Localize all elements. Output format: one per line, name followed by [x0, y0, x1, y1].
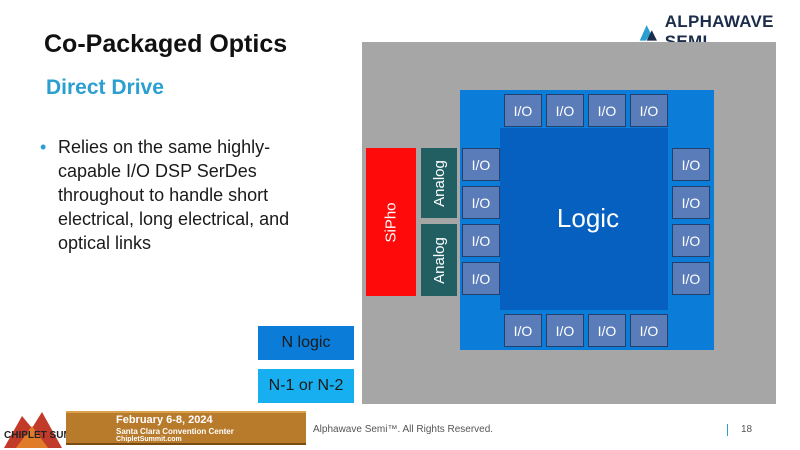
event-url: ChipletSummit.com	[116, 436, 182, 443]
sipho-block: SiPho	[366, 148, 416, 296]
logic-core	[500, 128, 668, 310]
event-venue: Santa Clara Convention Center	[116, 427, 234, 436]
legend-n-logic: N logic	[258, 326, 354, 360]
io-block: I/O	[672, 148, 710, 181]
io-block: I/O	[588, 314, 626, 347]
alphawave-logo-icon	[639, 25, 657, 41]
chiplet-summit-logo-text: CHIPLET SUMMIT	[4, 430, 89, 441]
slide-subtitle: Direct Drive	[46, 76, 164, 99]
bullet-icon: •	[40, 137, 47, 157]
analog-block: Analog	[421, 224, 457, 296]
io-block: I/O	[546, 94, 584, 127]
logic-label: Logic	[556, 203, 620, 233]
analog-block: Analog	[421, 148, 457, 218]
io-block: I/O	[462, 224, 500, 257]
io-block: I/O	[672, 262, 710, 295]
analog-label: Analog	[430, 159, 448, 207]
io-block: I/O	[546, 314, 584, 347]
footer-divider	[727, 424, 728, 436]
io-block: I/O	[672, 224, 710, 257]
event-banner[interactable]: February 6-8, 2024 Santa Clara Conventio…	[66, 411, 306, 445]
io-block: I/O	[504, 314, 542, 347]
page-number: 18	[741, 424, 753, 435]
chiplet-summit-logo-icon	[4, 412, 62, 448]
io-block: I/O	[462, 186, 500, 219]
io-block: I/O	[588, 94, 626, 127]
io-block: I/O	[672, 186, 710, 219]
io-block: I/O	[462, 148, 500, 181]
io-block: I/O	[630, 94, 668, 127]
bullet-point: • Relies on the same highly-capable I/O …	[40, 135, 310, 255]
slide-title: Co-Packaged Optics	[44, 30, 288, 58]
sipho-label: SiPho	[382, 201, 400, 243]
bullet-text: Relies on the same highly-capable I/O DS…	[58, 137, 290, 253]
io-block: I/O	[504, 94, 542, 127]
copyright-text: Alphawave Semi™. All Rights Reserved.	[313, 424, 494, 435]
io-block: I/O	[630, 314, 668, 347]
event-date: February 6-8, 2024	[116, 414, 213, 426]
io-block: I/O	[462, 262, 500, 295]
analog-label: Analog	[430, 236, 448, 284]
legend-n-minus: N-1 or N-2	[258, 369, 354, 403]
